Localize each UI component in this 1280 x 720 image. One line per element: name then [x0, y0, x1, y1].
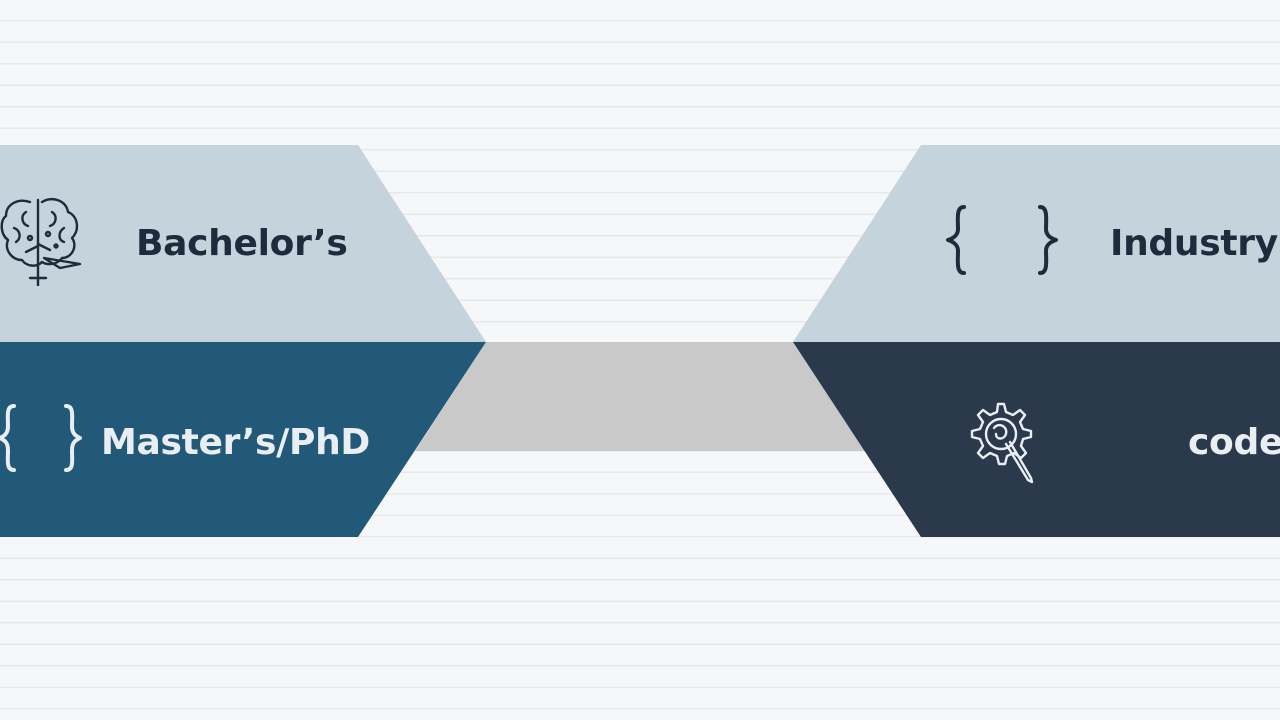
right-top-panel: [793, 145, 1280, 342]
bridge-band: [415, 342, 865, 451]
right-bottom-panel: [793, 342, 1280, 537]
masters-phd-label: Master’s/PhD: [101, 422, 370, 463]
bachelors-label: Bachelor’s: [136, 223, 348, 264]
industry-label: Industry: [1110, 223, 1278, 264]
brain-icon: [0, 198, 82, 286]
code-label: code: [1188, 422, 1280, 463]
left-top-panel: [0, 145, 486, 342]
gear-pen-icon: [970, 402, 1034, 484]
curly-braces-icon: [0, 404, 82, 472]
left-bottom-panel: [0, 342, 486, 537]
curly-braces-icon: [946, 205, 1058, 275]
